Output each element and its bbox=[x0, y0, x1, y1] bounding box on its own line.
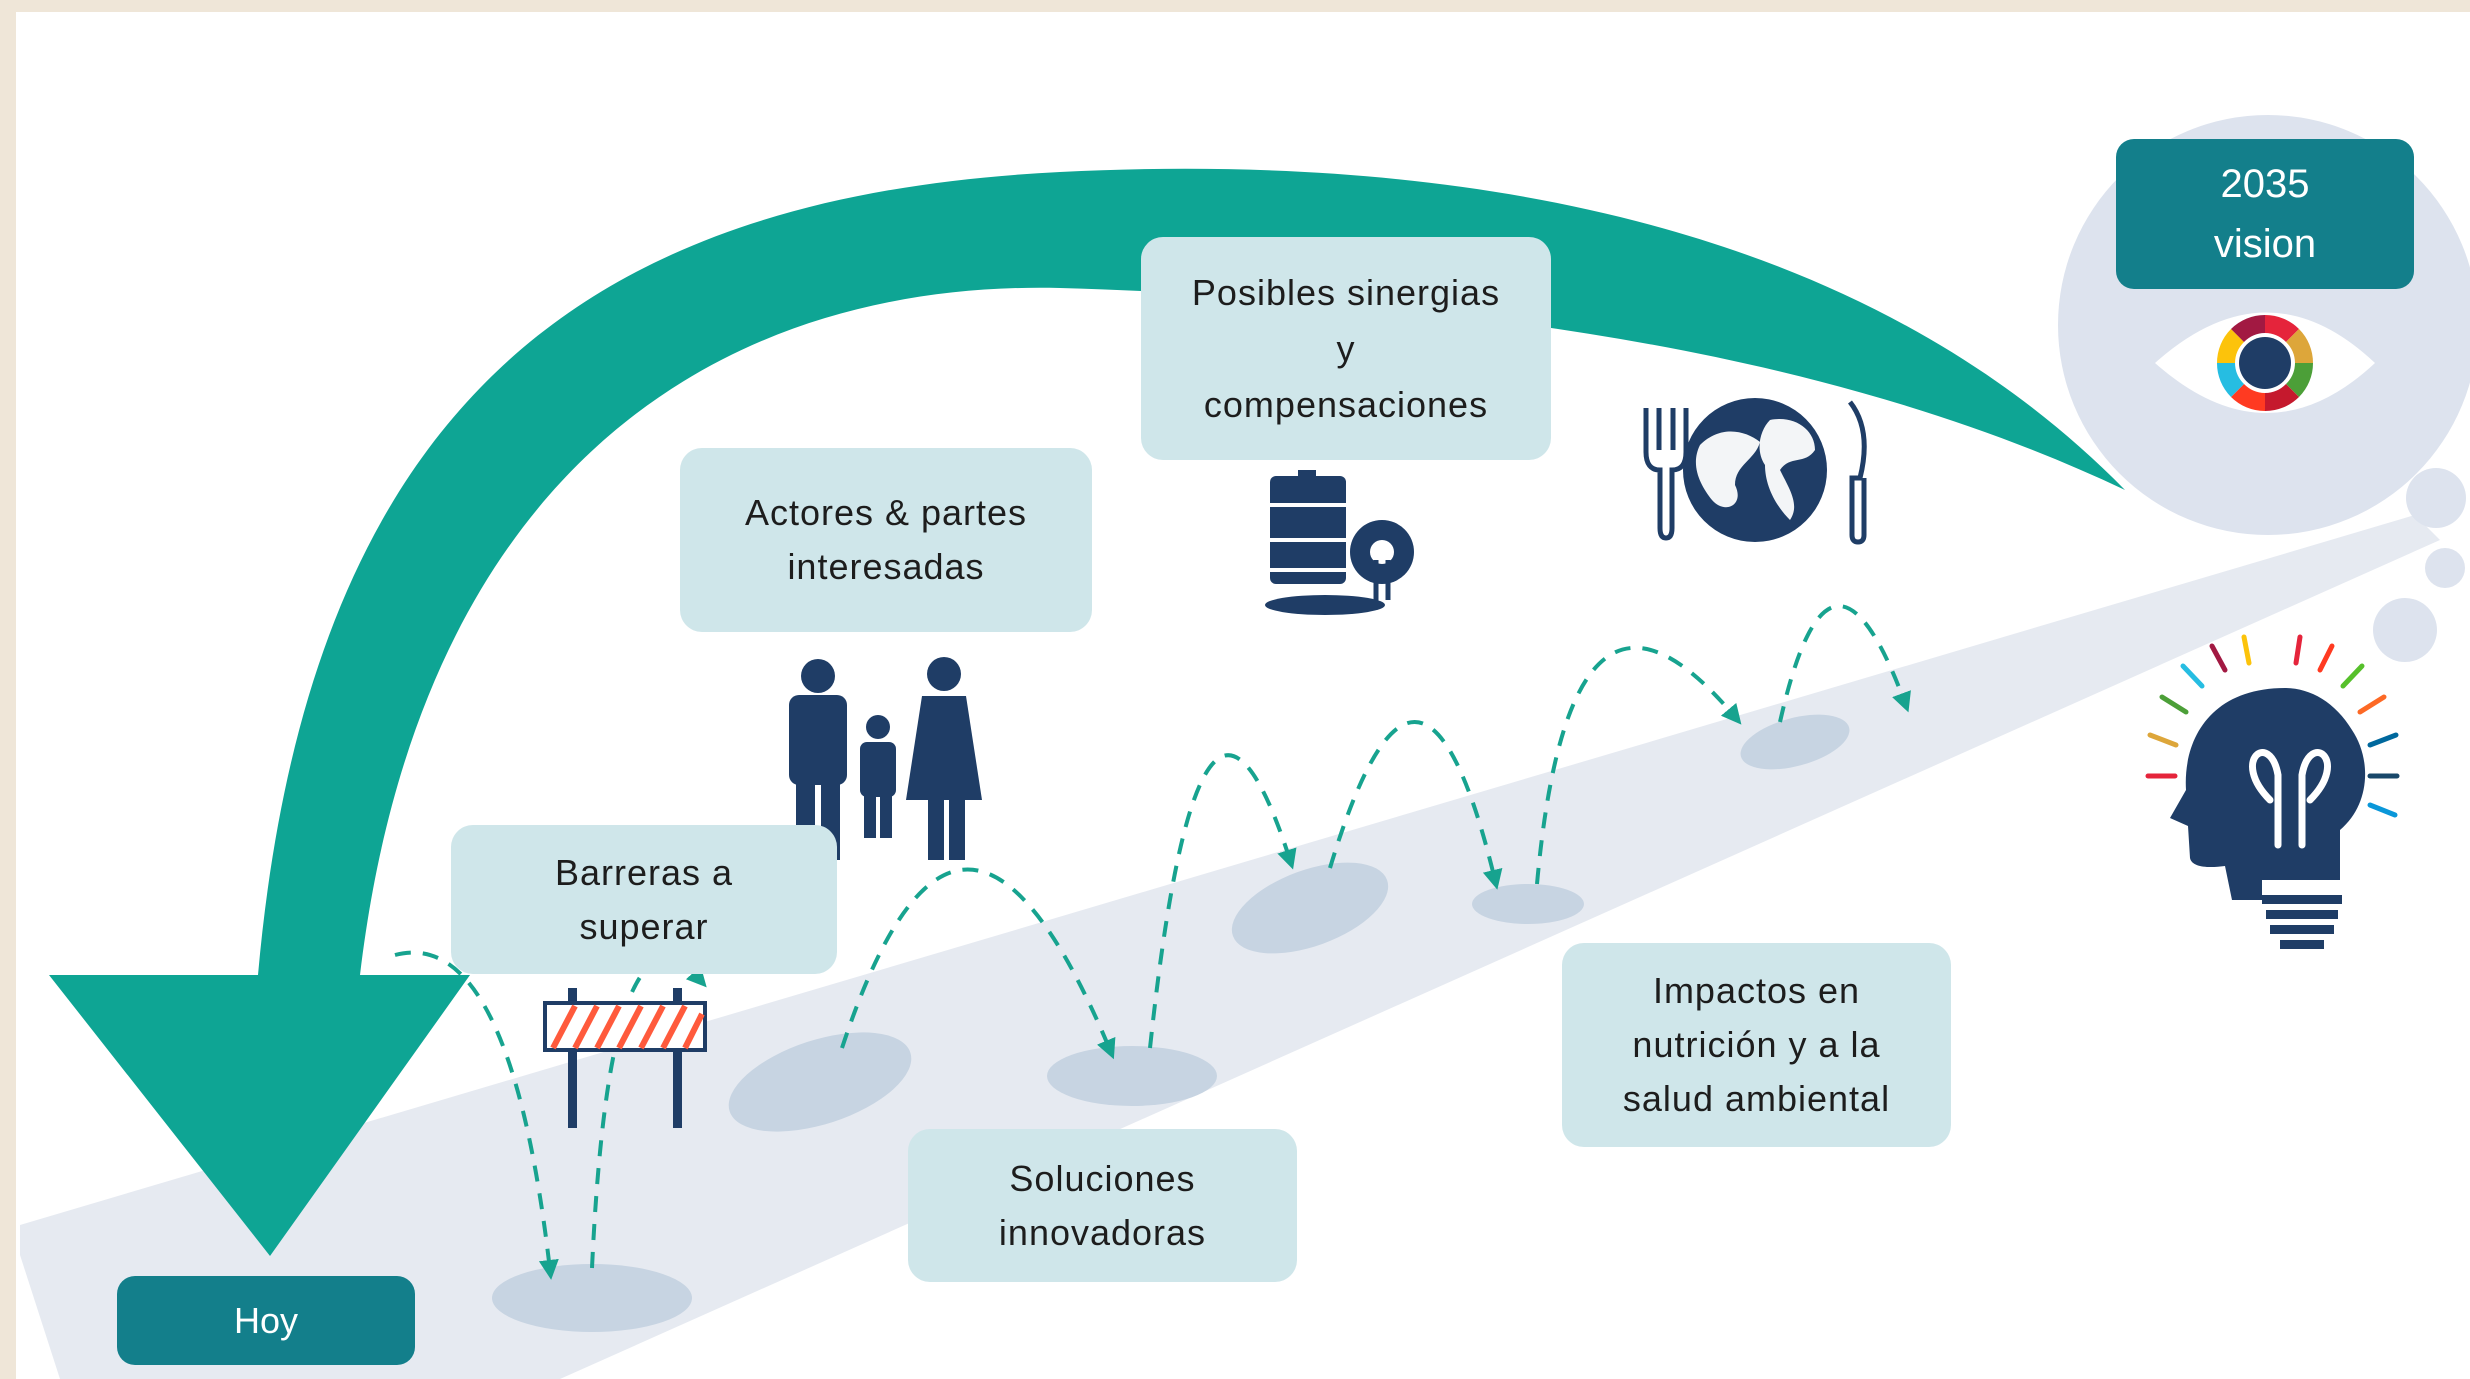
step-impactos-line2: nutrición y a la bbox=[1632, 1024, 1881, 1065]
family-icon bbox=[789, 657, 982, 860]
roadblock-icon bbox=[543, 988, 707, 1128]
step-sinergias-line3: compensaciones bbox=[1203, 383, 1489, 425]
step-impactos-line1: Impactos en bbox=[1652, 970, 1861, 1011]
step-barreras: Barreras a superar bbox=[451, 825, 837, 974]
today-label: Hoy bbox=[233, 1299, 299, 1341]
step-actores: Actores & partes interesadas bbox=[680, 448, 1092, 632]
thought-dot-1 bbox=[2406, 468, 2466, 528]
thought-dot-3 bbox=[2373, 598, 2437, 662]
eye-icon bbox=[2155, 312, 2375, 413]
step-impactos: Impactos en nutrición y a la salud ambie… bbox=[1562, 943, 1951, 1147]
step-actores-line1: Actores & partes bbox=[744, 492, 1028, 533]
today-box: Hoy bbox=[117, 1276, 415, 1365]
step-soluciones-line1: Soluciones bbox=[1009, 1157, 1196, 1199]
step-sinergias-line2: y bbox=[1336, 327, 1356, 369]
step-impactos-line3: salud ambiental bbox=[1622, 1078, 1891, 1119]
oil-barrel-icon bbox=[1265, 470, 1414, 615]
step-soluciones-line2: innovadoras bbox=[998, 1211, 1207, 1253]
step-actores-line2: interesadas bbox=[787, 546, 985, 587]
step-barreras-line1: Barreras a bbox=[554, 851, 734, 893]
step-sinergias: Posibles sinergias y compensaciones bbox=[1141, 237, 1551, 460]
globe-plate-icon bbox=[1643, 398, 1867, 545]
vision-label: vision bbox=[2213, 222, 2317, 266]
footprints-icon bbox=[492, 714, 1850, 1332]
thought-dot-2 bbox=[2425, 548, 2465, 588]
step-barreras-line2: superar bbox=[579, 905, 709, 947]
vision-year: 2035 bbox=[2220, 162, 2310, 206]
vision-box: 2035 vision bbox=[2116, 139, 2414, 289]
curved-arrow-icon bbox=[49, 168, 2125, 1257]
lightbulb-head-icon bbox=[2145, 634, 2400, 949]
step-sinergias-line1: Posibles sinergias bbox=[1191, 271, 1501, 313]
step-soluciones: Soluciones innovadoras bbox=[908, 1129, 1297, 1282]
